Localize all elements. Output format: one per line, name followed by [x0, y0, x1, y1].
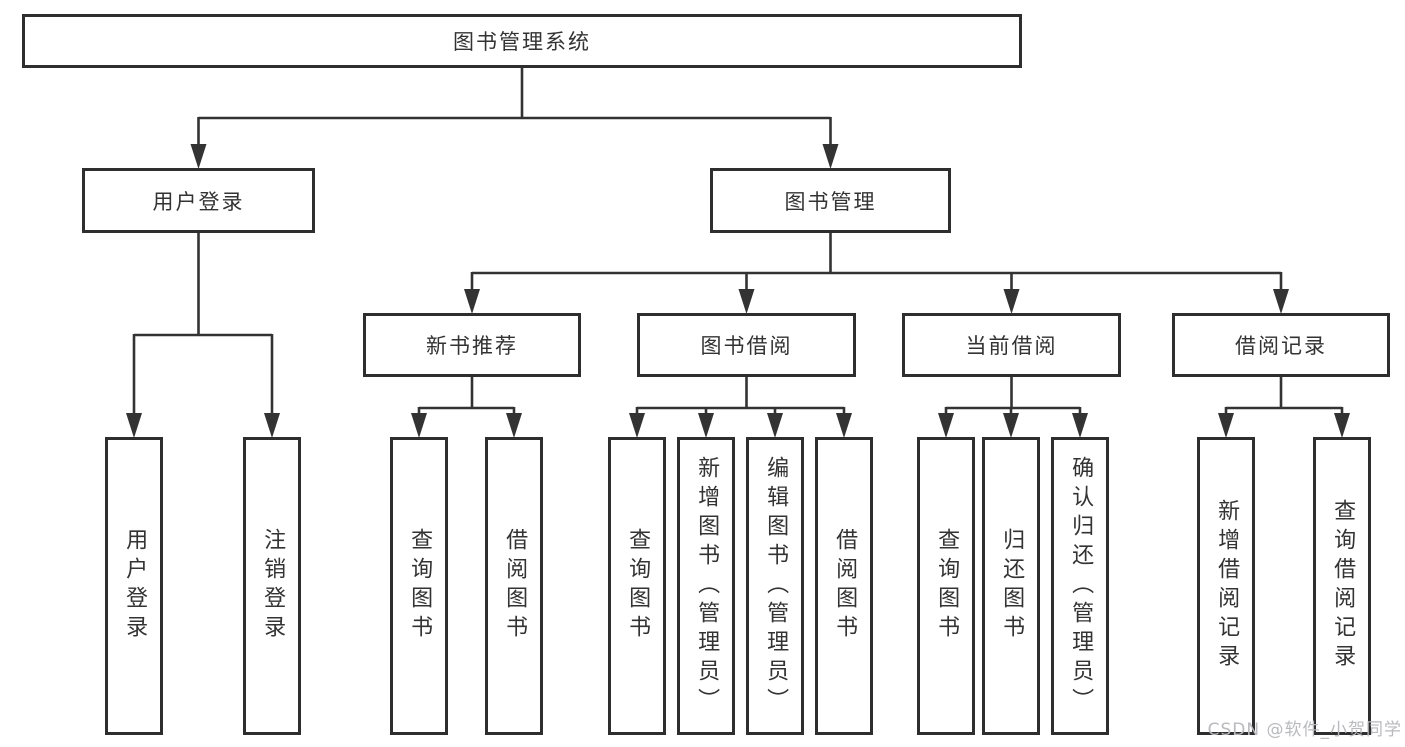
node-leaf-br-add: 新增借阅记录	[1197, 437, 1255, 735]
node-label-leaf-nb-borrow: 借阅图书	[502, 528, 528, 644]
node-label-leaf-bb-add: 新增图书（管理员）	[694, 455, 720, 717]
node-label-leaf-user-login: 用户登录	[122, 528, 148, 644]
node-label-user-login: 用户登录	[152, 189, 245, 214]
node-leaf-bb-query: 查询图书	[608, 437, 666, 735]
node-book-borrow: 图书借阅	[637, 313, 856, 377]
node-borrow-records: 借阅记录	[1172, 313, 1390, 377]
node-label-leaf-cb-query: 查询图书	[934, 528, 960, 644]
node-label-leaf-bb-borrow: 借阅图书	[832, 528, 858, 644]
node-leaf-bb-edit: 编辑图书（管理员）	[746, 437, 804, 735]
node-label-leaf-logout: 注销登录	[260, 528, 286, 644]
node-label-leaf-bb-edit: 编辑图书（管理员）	[763, 455, 789, 717]
node-label-leaf-nb-query: 查询图书	[407, 528, 433, 644]
node-label-book-borrow: 图书借阅	[700, 334, 793, 358]
node-label-leaf-br-query: 查询借阅记录	[1330, 499, 1356, 673]
node-label-borrow-records: 借阅记录	[1235, 334, 1327, 358]
node-leaf-bb-borrow: 借阅图书	[815, 437, 873, 735]
node-leaf-logout: 注销登录	[243, 437, 301, 735]
node-label-new-book-recommend: 新书推荐	[426, 334, 518, 358]
node-current-borrow: 当前借阅	[902, 313, 1121, 377]
node-root: 图书管理系统	[22, 14, 1022, 68]
node-label-leaf-br-add: 新增借阅记录	[1214, 499, 1240, 673]
node-leaf-cb-return: 归还图书	[982, 437, 1040, 735]
node-leaf-nb-borrow: 借阅图书	[485, 437, 543, 735]
node-label-leaf-cb-confirm: 确认归还（管理员）	[1068, 455, 1094, 717]
node-leaf-cb-confirm: 确认归还（管理员）	[1051, 437, 1109, 735]
node-label-book-mgmt: 图书管理	[784, 189, 877, 214]
node-new-book-recommend: 新书推荐	[363, 313, 581, 377]
node-leaf-cb-query: 查询图书	[917, 437, 975, 735]
node-leaf-nb-query: 查询图书	[390, 437, 448, 735]
node-leaf-br-query: 查询借阅记录	[1313, 437, 1371, 735]
watermark: CSDN @软件_小贺同学	[1207, 720, 1402, 740]
node-user-login: 用户登录	[82, 168, 315, 233]
node-label-root: 图书管理系统	[453, 30, 591, 54]
node-leaf-user-login: 用户登录	[105, 437, 163, 735]
node-label-leaf-cb-return: 归还图书	[999, 528, 1025, 644]
node-book-mgmt: 图书管理	[710, 168, 951, 233]
node-label-current-borrow: 当前借阅	[965, 334, 1058, 358]
node-leaf-bb-add: 新增图书（管理员）	[677, 437, 735, 735]
node-label-leaf-bb-query: 查询图书	[625, 528, 651, 644]
